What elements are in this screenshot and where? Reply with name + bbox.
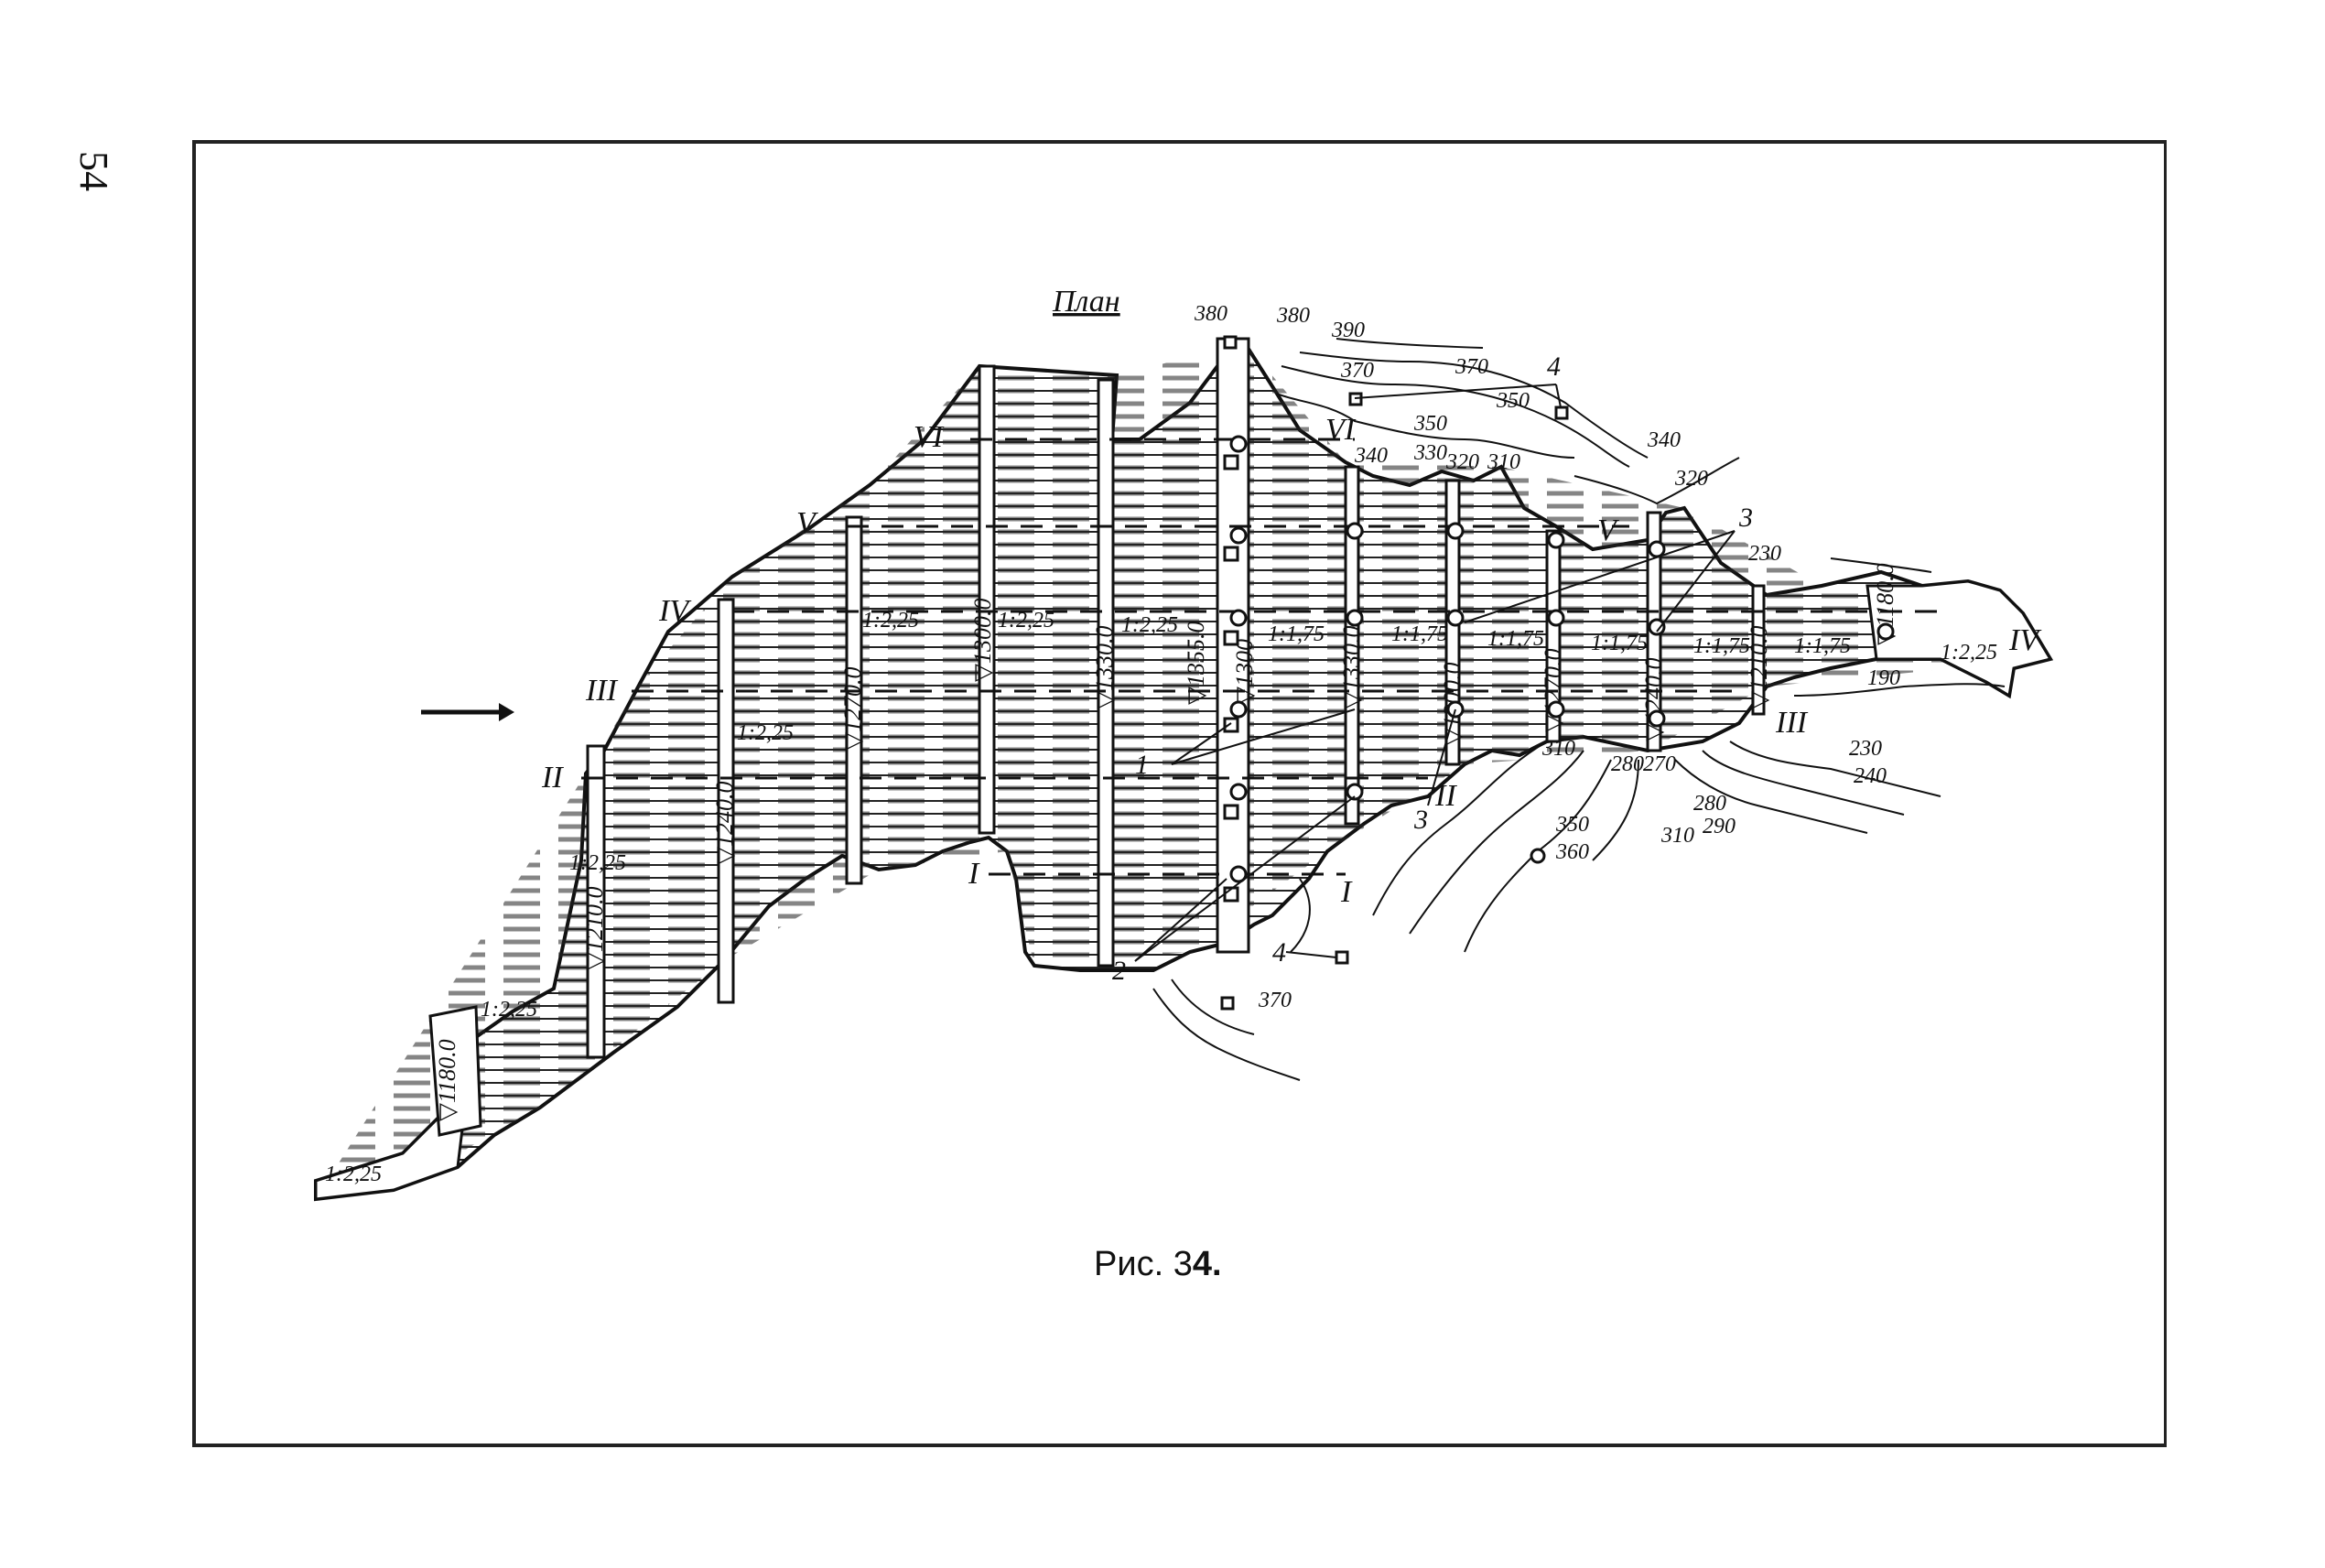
callout-labels: 1 2 3 3 4 4 <box>1112 351 1753 986</box>
dam-hatch-heavy <box>316 343 2050 1199</box>
slope-label: 1:2,25 <box>569 851 626 875</box>
contour-label: 370 <box>1340 359 1374 383</box>
slope-label: 1:1,75 <box>1591 632 1648 655</box>
slope-label: 1:1,75 <box>1693 634 1750 658</box>
contour-label: 380 <box>1276 304 1310 328</box>
contour-label: 370 <box>1258 989 1292 1012</box>
elevation-mark: ▽1270.0 <box>1540 649 1566 733</box>
callout-label: 2 <box>1112 956 1126 986</box>
leader-lines <box>1134 384 1736 962</box>
contour-label: 280 <box>1693 792 1726 816</box>
elevation-mark: ▽1240.0 <box>1640 658 1667 742</box>
callout-label: 3 <box>1413 805 1428 835</box>
flow-arrow-icon <box>421 703 514 721</box>
slope-label: 1:1,75 <box>1794 634 1851 658</box>
contour-labels: 380 380 390 370 370 350 350 340 330 320 … <box>1194 302 1900 1012</box>
contour-label: 370 <box>1454 355 1488 379</box>
contour-label: 310 <box>1541 737 1575 761</box>
contour-label: 350 <box>1413 412 1447 436</box>
callout-label: 3 <box>1738 503 1753 533</box>
section-label-i-left: I <box>968 857 980 891</box>
elevation-mark: ▽1300.0 <box>969 599 996 683</box>
contour-label: 310 <box>1660 824 1694 848</box>
elevation-mark: ▽1180.0 <box>434 1039 460 1121</box>
contour-label: 340 <box>1354 444 1388 468</box>
callout-label: 1 <box>1135 750 1149 780</box>
caption-prefix: Рис. 3 <box>1094 1245 1193 1283</box>
elevation-marks: ▽1180.0 ▽1210.0 ▽1240.0 ▽1270.0 ▽1300.0 … <box>434 563 1898 1121</box>
contour-label: 330 <box>1413 441 1447 465</box>
section-label-vi-left: VI <box>914 420 945 454</box>
callout-label: 4 <box>1272 937 1286 968</box>
survey-markers <box>1220 335 1895 1011</box>
section-label-iii-left: III <box>585 674 619 708</box>
elevation-mark: ▽1240.0 <box>711 782 738 866</box>
elevation-mark: ▽1300 <box>1231 639 1258 705</box>
contour-label: 350 <box>1555 813 1589 837</box>
contour-label: 230 <box>1748 542 1781 566</box>
section-labels: I I II II III III IV IV V V VI VI <box>541 413 2042 909</box>
section-label-ii-left: II <box>541 761 564 795</box>
slope-label: 1:2,25 <box>1121 613 1178 637</box>
contour-label: 360 <box>1555 840 1589 864</box>
contour-label: 270 <box>1643 752 1676 776</box>
slope-labels: 1:2,25 1:2,25 1:2,25 1:2,25 1:2,25 1:2,2… <box>325 609 1997 1186</box>
section-label-vi-right: VI <box>1325 413 1357 447</box>
callout-label: 4 <box>1547 351 1561 382</box>
slope-label: 1:2,25 <box>998 609 1054 633</box>
contour-label: 380 <box>1194 302 1227 326</box>
slope-label: 1:2,25 <box>325 1162 382 1186</box>
contour-label: 340 <box>1647 428 1681 452</box>
contour-label: 240 <box>1854 764 1887 788</box>
contour-lines <box>1152 338 2006 1081</box>
section-label-ii-right: II <box>1434 779 1457 813</box>
upstream-end <box>1865 579 2053 698</box>
elevation-mark: ▽1270.0 <box>839 667 866 752</box>
section-label-iii-right: III <box>1775 706 1809 740</box>
section-label-iv-left: IV <box>658 594 692 628</box>
elevation-mark: ▽1210.0 <box>1746 626 1772 710</box>
elevation-mark: ▽1210.0 <box>581 887 608 971</box>
section-label-i-right: I <box>1340 875 1353 909</box>
figure-frame <box>192 140 2167 1447</box>
elevation-mark: ▽1330.0 <box>1091 626 1118 710</box>
slope-label: 1:1,75 <box>1268 622 1325 646</box>
toe-mark-block <box>428 1005 482 1137</box>
elevation-mark: ▽1355.0 <box>1183 622 1209 706</box>
contour-label: 320 <box>1445 450 1479 474</box>
slope-label: 1:2,25 <box>1941 641 1997 665</box>
slope-label: 1:2,25 <box>862 609 919 633</box>
slope-label: 1:1,75 <box>1487 627 1544 651</box>
slope-label: 1:2,25 <box>481 998 537 1022</box>
plan-title: План <box>1052 285 1120 319</box>
contour-label: 290 <box>1703 815 1736 838</box>
contour-label: 320 <box>1674 467 1708 491</box>
caption-number: 4. <box>1192 1245 1222 1283</box>
elevation-mark: ▽1330.0 <box>1338 626 1365 710</box>
contour-label: 390 <box>1331 319 1365 342</box>
slope-label: 1:1,75 <box>1391 622 1448 646</box>
section-lines <box>581 438 1950 876</box>
figure-caption: Рис. 34. <box>1094 1245 1222 1284</box>
contour-label: 280 <box>1611 752 1644 776</box>
contour-label: 310 <box>1487 450 1520 474</box>
slope-label: 1:2,25 <box>737 721 794 745</box>
contour-label: 190 <box>1867 666 1900 690</box>
contour-label: 230 <box>1849 737 1882 761</box>
contour-label: 350 <box>1496 389 1530 413</box>
section-label-iv-right: IV <box>2008 623 2042 657</box>
